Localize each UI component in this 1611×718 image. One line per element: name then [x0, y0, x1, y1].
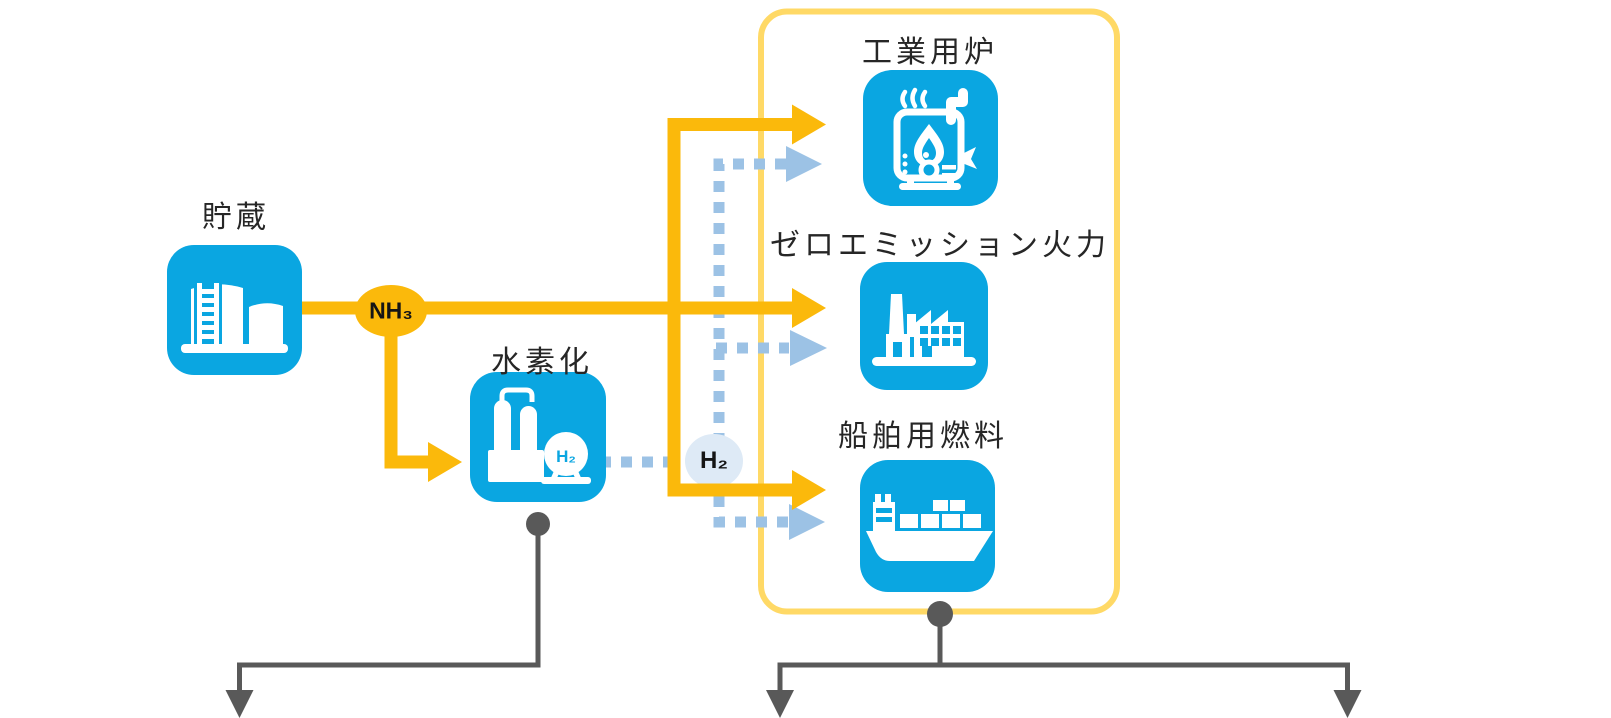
industrial-furnace-icon [863, 70, 998, 206]
hydrogenation-h2-badge-label: H₂ [556, 447, 576, 466]
nh3-flow-label: NH₃ [369, 297, 413, 324]
nh3-arrowhead-furnace [792, 104, 826, 145]
gray-connector-arrowheads [225, 690, 1362, 718]
h2-arrowhead-thermal [790, 330, 827, 366]
h2-flow-label: H₂ [700, 447, 728, 474]
hydrogenation-connector-line [237, 524, 541, 691]
industrial-furnace-label: 工業用炉 [862, 36, 998, 69]
nh3-arrowhead-hydrogenation [428, 442, 462, 482]
marine-fuel-label: 船舶用燃料 [838, 420, 1008, 453]
end-use-connector-dot [927, 601, 953, 627]
nh3-flow-arrowheads [428, 104, 826, 510]
down-arrowhead-right [1333, 690, 1362, 718]
h2-flow-arrowheads [786, 146, 827, 540]
h2-arrowhead-furnace [786, 146, 822, 182]
gray-connector-dots [526, 512, 953, 627]
nh3-to-hydrogenation-line [384, 330, 430, 469]
storage-tanks-icon [167, 245, 302, 375]
gray-connectors [237, 524, 1350, 691]
down-arrowhead-left [225, 690, 254, 718]
nh3-trunk-line [667, 118, 792, 497]
container-ship-icon [860, 460, 995, 592]
h2-flow-badge [685, 434, 743, 488]
nh3-flow-badge [355, 285, 427, 337]
storage-label: 貯蔵 [202, 201, 270, 234]
down-arrowhead-middle [766, 690, 794, 718]
nh3-arrowhead-thermal [792, 288, 826, 328]
hydrogenation-plant-icon: H₂ [470, 372, 606, 502]
nh3-arrowhead-ship [792, 470, 826, 510]
zero-emission-thermal-label: ゼロエミッション火力 [770, 229, 1110, 262]
h2-flow-lines [600, 158, 789, 528]
hydrogenation-label: 水素化 [491, 346, 593, 379]
hydrogenation-connector-dot [526, 512, 550, 536]
thermal-power-plant-icon [860, 262, 988, 390]
h2-arrowhead-ship [789, 504, 825, 540]
end-use-connector-tee [777, 662, 1350, 691]
